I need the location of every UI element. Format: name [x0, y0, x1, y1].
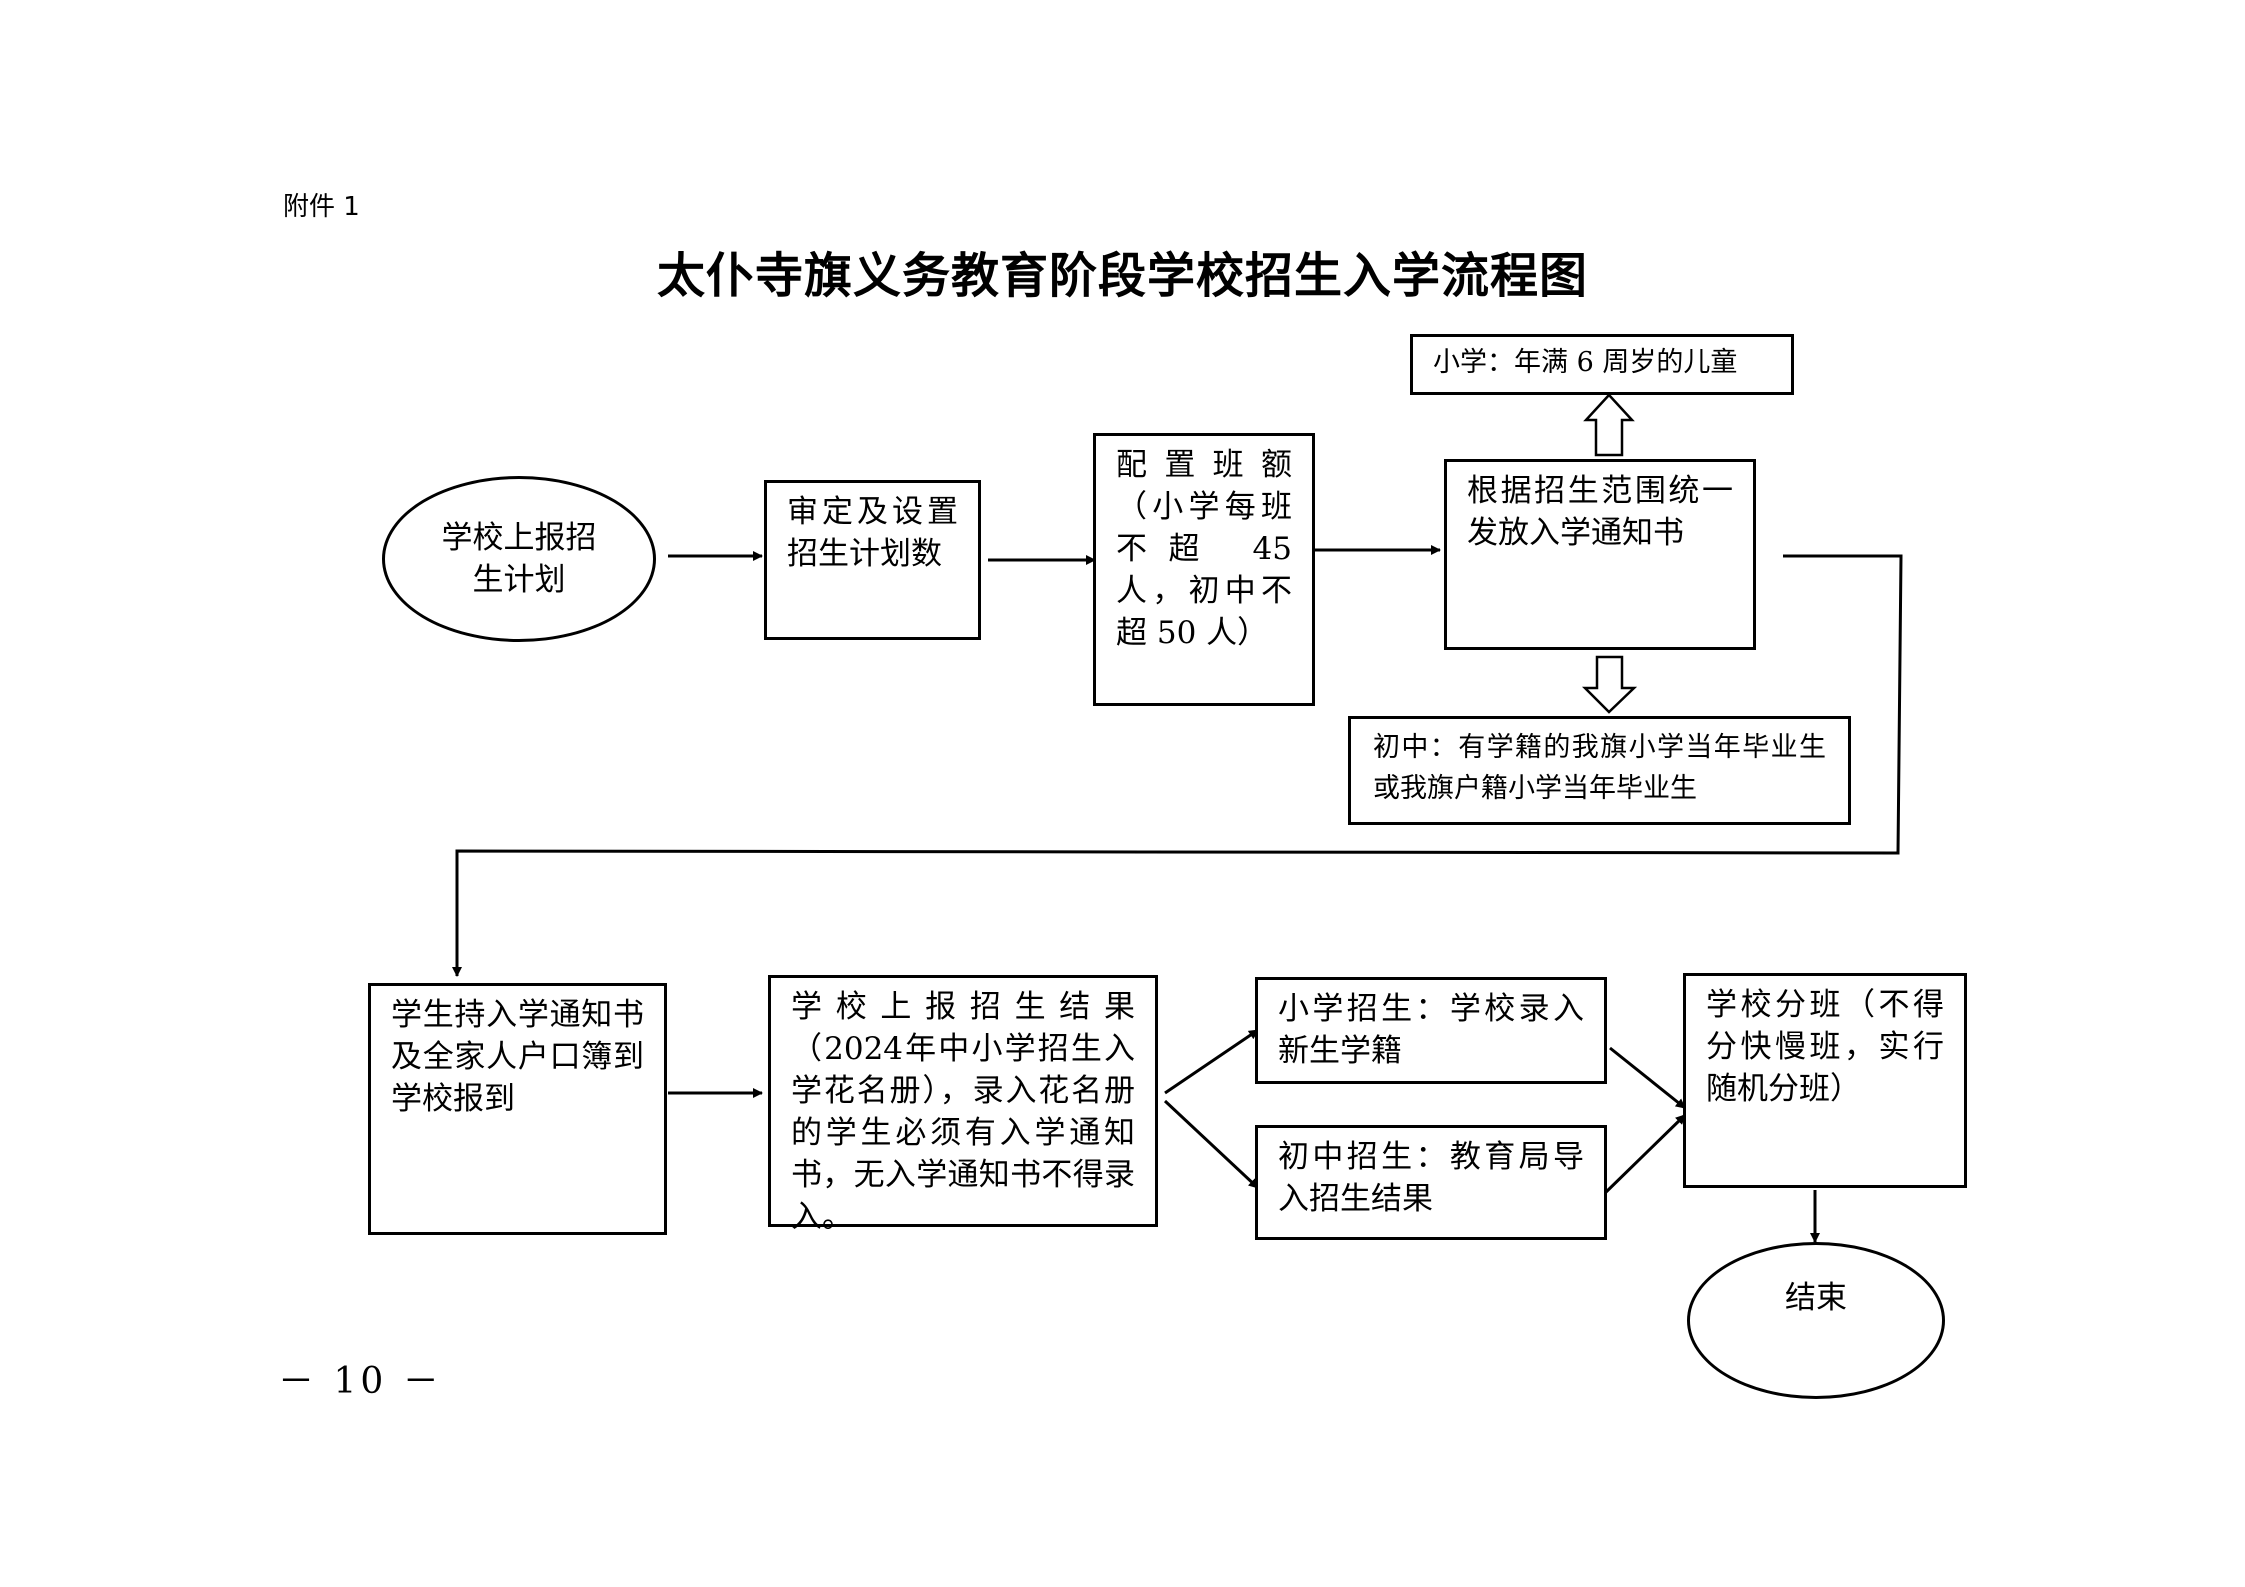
class-assign-text: 学校分班（不得分快慢班，实行随机分班） — [1706, 987, 1944, 1107]
junior-enroll-box: 初中招生：教育局导入招生结果 — [1255, 1125, 1607, 1240]
primary-eligibility-box: 小学：年满 6 周岁的儿童 — [1410, 334, 1794, 395]
arrow-report-to-junior — [1163, 1099, 1260, 1190]
arrow-primary-to-class — [1609, 1046, 1686, 1110]
quota-text: 配 置 班 额（小学每班不超 45 人，初中不超 50 人） — [1116, 447, 1292, 651]
review-box: 审定及设置招生计划数 — [764, 480, 981, 640]
start-text: 学校上报招生计划 — [441, 520, 597, 598]
primary-enroll-text: 小学招生：学校录入新生学籍 — [1278, 991, 1584, 1069]
hollow-arrow-up-icon — [1583, 393, 1635, 457]
end-oval: 结束 — [1687, 1242, 1945, 1399]
class-assign-box: 学校分班（不得分快慢班，实行随机分班） — [1683, 973, 1967, 1188]
junior-eligibility-text: 初中：有学籍的我旗小学当年毕业生或我旗户籍小学当年毕业生 — [1373, 732, 1826, 804]
register-text: 学生持入学通知书及全家人户口簿到学校报到 — [391, 997, 644, 1117]
attachment-label: 附件 1 — [283, 192, 360, 222]
report-text: 学校上报招生结果（2024年中小学招生入学花名册），录入花名册的学生必须有入学通… — [791, 989, 1135, 1235]
arrow-junior-to-class — [1601, 1113, 1687, 1197]
review-text: 审定及设置招生计划数 — [787, 494, 958, 572]
page-title: 太仆寺旗义务教育阶段学校招生入学流程图 — [656, 248, 1588, 304]
page-number: － 10 － — [278, 1361, 443, 1402]
primary-eligibility-text: 小学：年满 6 周岁的儿童 — [1433, 347, 1738, 378]
quota-box: 配 置 班 额（小学每班不超 45 人，初中不超 50 人） — [1093, 433, 1315, 706]
arrow-report-to-primary — [1164, 1028, 1259, 1095]
notice-box: 根据招生范围统一发放入学通知书 — [1444, 459, 1756, 650]
primary-enroll-box: 小学招生：学校录入新生学籍 — [1255, 977, 1607, 1084]
report-box: 学校上报招生结果（2024年中小学招生入学花名册），录入花名册的学生必须有入学通… — [768, 975, 1158, 1235]
end-text: 结束 — [1785, 1280, 1847, 1316]
junior-enroll-text: 初中招生：教育局导入招生结果 — [1278, 1139, 1584, 1217]
register-box: 学生持入学通知书及全家人户口簿到学校报到 — [368, 983, 667, 1235]
arrow-notice-to-register — [452, 554, 1903, 977]
hollow-arrow-down-icon — [1581, 655, 1638, 714]
junior-eligibility-box: 初中：有学籍的我旗小学当年毕业生或我旗户籍小学当年毕业生 — [1348, 716, 1851, 825]
notice-text: 根据招生范围统一发放入学通知书 — [1467, 473, 1733, 551]
start-oval: 学校上报招生计划 — [382, 476, 656, 642]
